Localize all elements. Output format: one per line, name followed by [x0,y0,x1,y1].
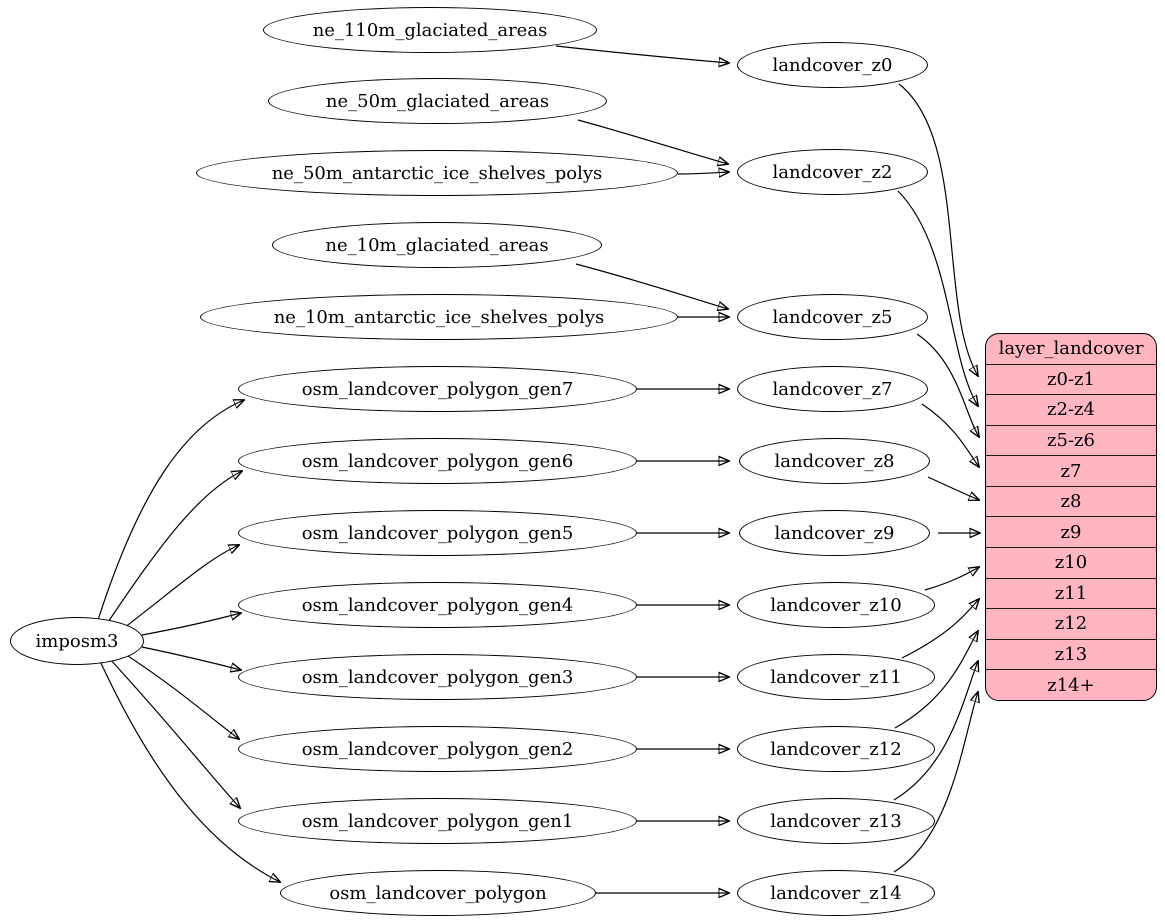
node-landcover-z5: landcover_z5 [737,294,928,340]
record-row-z8: z8 [986,485,1156,517]
node-label: landcover_z13 [770,810,902,832]
edge-imposm3-polygon [99,660,280,882]
node-label: landcover_z0 [772,54,893,76]
record-row-z14plus: z14+ [986,669,1156,700]
edge-imposm3-gen7 [97,400,244,621]
node-label: ne_10m_glaciated_areas [325,234,549,256]
record-row-z11: z11 [986,577,1156,609]
record-row-z5-z6: z5-z6 [986,424,1156,456]
edge-ne50mg-z2 [577,119,728,164]
record-row-z7: z7 [986,455,1156,486]
node-ne-50m-antarctic-ice-shelves-polys: ne_50m_antarctic_ice_shelves_polys [196,150,678,196]
edge-z7-row [921,403,979,467]
node-label: osm_landcover_polygon_gen1 [301,810,574,832]
record-title: layer_landcover [998,338,1144,360]
node-label: landcover_z5 [772,306,893,328]
record-row-z10: z10 [986,547,1156,578]
node-imposm3: imposm3 [10,617,144,665]
edge-z5-row [916,333,979,437]
node-landcover-z9: landcover_z9 [739,510,930,556]
node-ne-50m-glaciated-areas: ne_50m_glaciated_areas [268,78,607,124]
node-landcover-z12: landcover_z12 [737,726,935,772]
edge-z12-row [894,631,978,729]
node-landcover-z11: landcover_z11 [737,654,935,700]
edge-ne10mg-z5 [575,263,728,309]
node-label: landcover_z7 [772,378,893,400]
node-label: ne_10m_antarctic_ice_shelves_polys [273,306,605,328]
node-landcover-z8: landcover_z8 [739,438,930,484]
node-label: landcover_z11 [770,666,902,688]
node-label: landcover_z8 [774,450,895,472]
record-row-z9: z9 [986,516,1156,547]
node-label: landcover_z9 [774,522,895,544]
node-label: osm_landcover_polygon_gen3 [301,666,574,688]
node-label: ne_110m_glaciated_areas [312,19,548,41]
node-osm-landcover-polygon-gen7: osm_landcover_polygon_gen7 [238,366,637,412]
node-osm-landcover-polygon-gen6: osm_landcover_polygon_gen6 [238,438,637,484]
edge-imposm3-gen5 [119,545,239,632]
node-label: osm_landcover_polygon_gen2 [301,738,574,760]
node-label: landcover_z14 [770,882,902,904]
node-landcover-z13: landcover_z13 [737,798,935,844]
node-layer-landcover: layer_landcover z0-z1 z2-z4 z5-z6 z7 z8 … [985,333,1157,701]
node-label: osm_landcover_polygon_gen5 [301,522,574,544]
record-row-z2-z4: z2-z4 [986,394,1156,425]
edge-z2-row [897,190,978,406]
node-label: landcover_z2 [772,161,893,183]
node-label: osm_landcover_polygon [329,882,547,904]
node-label: landcover_z12 [770,738,902,760]
node-label: osm_landcover_polygon_gen6 [301,450,574,472]
node-osm-landcover-polygon-gen3: osm_landcover_polygon_gen3 [238,654,637,700]
node-ne-110m-glaciated-areas: ne_110m_glaciated_areas [263,7,597,53]
node-landcover-z10: landcover_z10 [737,582,935,628]
node-label: osm_landcover_polygon_gen4 [301,594,574,616]
node-osm-landcover-polygon-gen4: osm_landcover_polygon_gen4 [238,582,637,628]
edge-imposm3-gen1 [107,656,240,808]
node-osm-landcover-polygon-gen2: osm_landcover_polygon_gen2 [238,726,637,772]
node-label: ne_50m_glaciated_areas [325,90,550,112]
node-landcover-z14: landcover_z14 [737,870,935,916]
node-osm-landcover-polygon: osm_landcover_polygon [280,870,596,916]
record-row-z12: z12 [986,608,1156,639]
node-landcover-z0: landcover_z0 [737,42,928,88]
node-ne-10m-antarctic-ice-shelves-polys: ne_10m_antarctic_ice_shelves_polys [200,294,678,340]
edge-imposm3-gen2 [121,651,239,739]
record-row-z0-z1: z0-z1 [986,363,1156,395]
record-row-z13: z13 [986,638,1156,670]
edge-ne50ma-z2 [677,172,729,174]
edge-z10-row [924,567,979,591]
edge-z0-row [898,83,978,376]
edge-ne110m-z0 [555,45,729,63]
edge-imposm3-gen6 [105,471,242,626]
edge-z14-row [893,692,978,873]
node-osm-landcover-polygon-gen1: osm_landcover_polygon_gen1 [238,798,637,844]
node-ne-10m-glaciated-areas: ne_10m_glaciated_areas [272,222,602,268]
edge-z8-row [927,476,979,500]
edge-z13-row [893,661,978,801]
node-landcover-z2: landcover_z2 [737,149,928,195]
edge-imposm3-gen3 [141,646,241,670]
node-label: osm_landcover_polygon_gen7 [301,378,574,400]
node-landcover-z7: landcover_z7 [737,366,928,412]
node-imposm3-label: imposm3 [35,630,119,652]
node-label: landcover_z10 [770,594,902,616]
node-label: ne_50m_antarctic_ice_shelves_polys [271,162,603,184]
edge-z11-row [901,599,979,659]
edge-imposm3-gen4 [141,613,241,636]
node-osm-landcover-polygon-gen5: osm_landcover_polygon_gen5 [238,510,637,556]
